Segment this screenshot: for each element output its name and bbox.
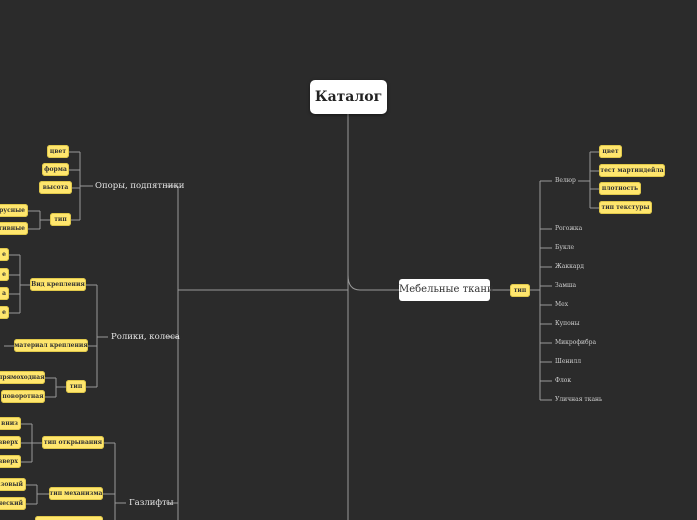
tag-gaslifts-mech-value[interactable]: ческий xyxy=(0,497,26,510)
tag-velour-texture-type[interactable]: тип текстуры xyxy=(599,201,652,214)
tag-rollers-type[interactable]: тип xyxy=(66,380,86,393)
tag-gaslifts-open-value[interactable]: вверх xyxy=(0,436,21,449)
tag-gaslifts-open-value[interactable]: Г вниз xyxy=(0,417,21,430)
tag-supports-type[interactable]: тип xyxy=(50,213,71,226)
subtopic-velour[interactable]: Велюр xyxy=(555,177,576,184)
fabric-item[interactable]: Микрофибра xyxy=(555,339,597,346)
tag-type-fabrics[interactable]: тип xyxy=(510,284,530,297)
tag-supports-type-other[interactable]: ативные xyxy=(0,222,28,235)
tag-velour-martindale[interactable]: тест мартиндейла xyxy=(599,164,665,177)
fabric-item[interactable]: Уличная ткань xyxy=(555,396,603,403)
tag-supports-color[interactable]: цвет xyxy=(47,145,69,158)
fabric-item[interactable]: Шенилл xyxy=(555,358,582,365)
fabric-item[interactable]: Мех xyxy=(555,301,569,308)
tag-gaslifts-mechanism-type[interactable]: тип механизма xyxy=(49,487,103,500)
topic-supports[interactable]: Опоры, подпятники xyxy=(95,181,185,191)
tag-rollers-mount-type[interactable]: Вид крепления xyxy=(30,278,86,291)
tag-rollers-material[interactable]: материал крепления xyxy=(14,339,88,352)
tag-velour-color[interactable]: цвет xyxy=(599,145,622,158)
fabric-item[interactable]: Букле xyxy=(555,244,575,251)
tag-rollers-mount-value[interactable]: е xyxy=(0,268,9,281)
topic-gaslifts[interactable]: Газлифты xyxy=(129,498,174,508)
tag-rollers-mount-value[interactable]: е xyxy=(0,248,9,261)
fabric-item[interactable]: Жаккард xyxy=(555,263,584,270)
fabric-item[interactable]: Замша xyxy=(555,282,577,289)
tag-rollers-mount-value[interactable]: а xyxy=(0,287,9,300)
main-topic-furniture-fabrics[interactable]: Мебельные ткани xyxy=(399,279,494,301)
tag-supports-type-tiered[interactable]: ярусные xyxy=(0,204,28,217)
tag-rollers-swivel[interactable]: поворотная xyxy=(1,390,45,403)
tag-rollers-straight[interactable]: прямоходная xyxy=(0,371,45,384)
root-node-catalog[interactable]: Каталог xyxy=(310,80,387,114)
topic-rollers-wheels[interactable]: Ролики, колеса xyxy=(111,332,180,342)
tag-gaslifts-open-value[interactable]: вверх xyxy=(0,455,21,468)
tag-gaslifts-opening-type[interactable]: тип открывания xyxy=(42,436,104,449)
fabric-item[interactable]: Флок xyxy=(555,377,572,384)
tag-velour-density[interactable]: плотность xyxy=(599,182,641,195)
tag-gaslifts-partial[interactable] xyxy=(35,516,103,520)
tag-rollers-mount-value[interactable]: е xyxy=(0,306,9,319)
fabric-item[interactable]: Рогожка xyxy=(555,225,583,232)
tag-supports-height[interactable]: высота xyxy=(39,181,72,194)
fabric-item[interactable]: Купоны xyxy=(555,320,580,327)
tag-supports-shape[interactable]: форма xyxy=(42,163,69,176)
